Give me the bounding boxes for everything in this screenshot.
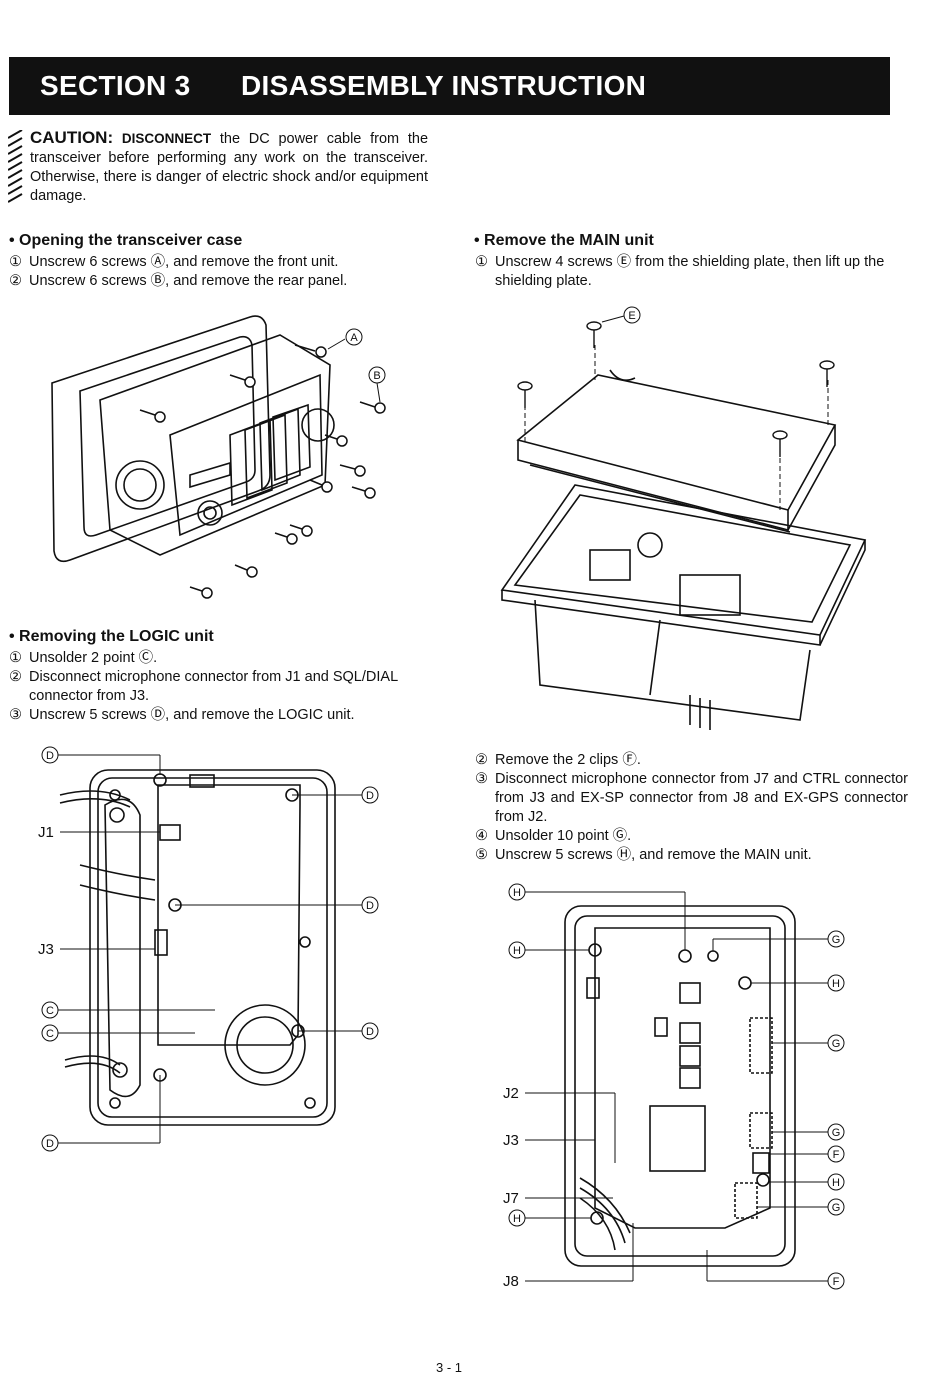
label-j1: J1 (38, 824, 54, 841)
section-banner: SECTION 3 DISASSEMBLY INSTRUCTION (9, 57, 890, 115)
label-j3-main: J3 (503, 1132, 519, 1149)
callout-h-3: H (832, 978, 840, 990)
caution-paragraph: CAUTION: DISCONNECT the DC power cable f… (30, 128, 428, 206)
main-heading: • Remove the MAIN unit (474, 232, 654, 249)
callout-h-5: H (513, 1213, 521, 1225)
callout-f-1: F (833, 1149, 840, 1161)
section-title: DISASSEMBLY INSTRUCTION (241, 70, 647, 101)
callout-h-4: H (832, 1177, 840, 1189)
transceiver-case-figure: A B (51, 315, 386, 599)
main-unit-board-figure: H H G H G G F H G F H J2 J3 J7 J8 (503, 883, 845, 1290)
caution-keyword: DISCONNECT (121, 131, 212, 146)
label-j8: J8 (503, 1273, 519, 1290)
main-unit-shield-figure: E (500, 306, 867, 730)
caution-label: CAUTION: (30, 128, 114, 147)
callout-b: B (373, 370, 380, 382)
callout-e: E (628, 310, 635, 322)
caution-text: the DC power cable from the transceiver … (30, 131, 429, 204)
callout-d-4: D (366, 1026, 374, 1038)
label-j7: J7 (503, 1190, 519, 1207)
label-j3: J3 (38, 941, 54, 958)
callout-c-1: C (46, 1005, 54, 1017)
caution-hatch-icon (8, 130, 23, 203)
label-j2: J2 (503, 1085, 519, 1102)
callout-h-1: H (513, 887, 521, 899)
callout-a: A (350, 332, 358, 344)
callout-d-3: D (366, 900, 374, 912)
logic-heading: • Removing the LOGIC unit (9, 628, 214, 645)
callout-c-2: C (46, 1028, 54, 1040)
callout-g-1: G (832, 934, 841, 946)
callout-g-4: G (832, 1202, 841, 1214)
callout-f-2: F (833, 1276, 840, 1288)
opening-heading: • Opening the transceiver case (9, 232, 243, 249)
section-number: SECTION 3 (40, 70, 191, 101)
page-number: 3 - 1 (436, 1360, 463, 1375)
callout-d-5: D (46, 1138, 54, 1150)
logic-unit-figure: D D D D D C C J1 J3 (38, 746, 379, 1152)
callout-g-3: G (832, 1127, 841, 1139)
callout-h-2: H (513, 945, 521, 957)
callout-d-1: D (46, 750, 54, 762)
callout-g-2: G (832, 1038, 841, 1050)
callout-d-2: D (366, 790, 374, 802)
